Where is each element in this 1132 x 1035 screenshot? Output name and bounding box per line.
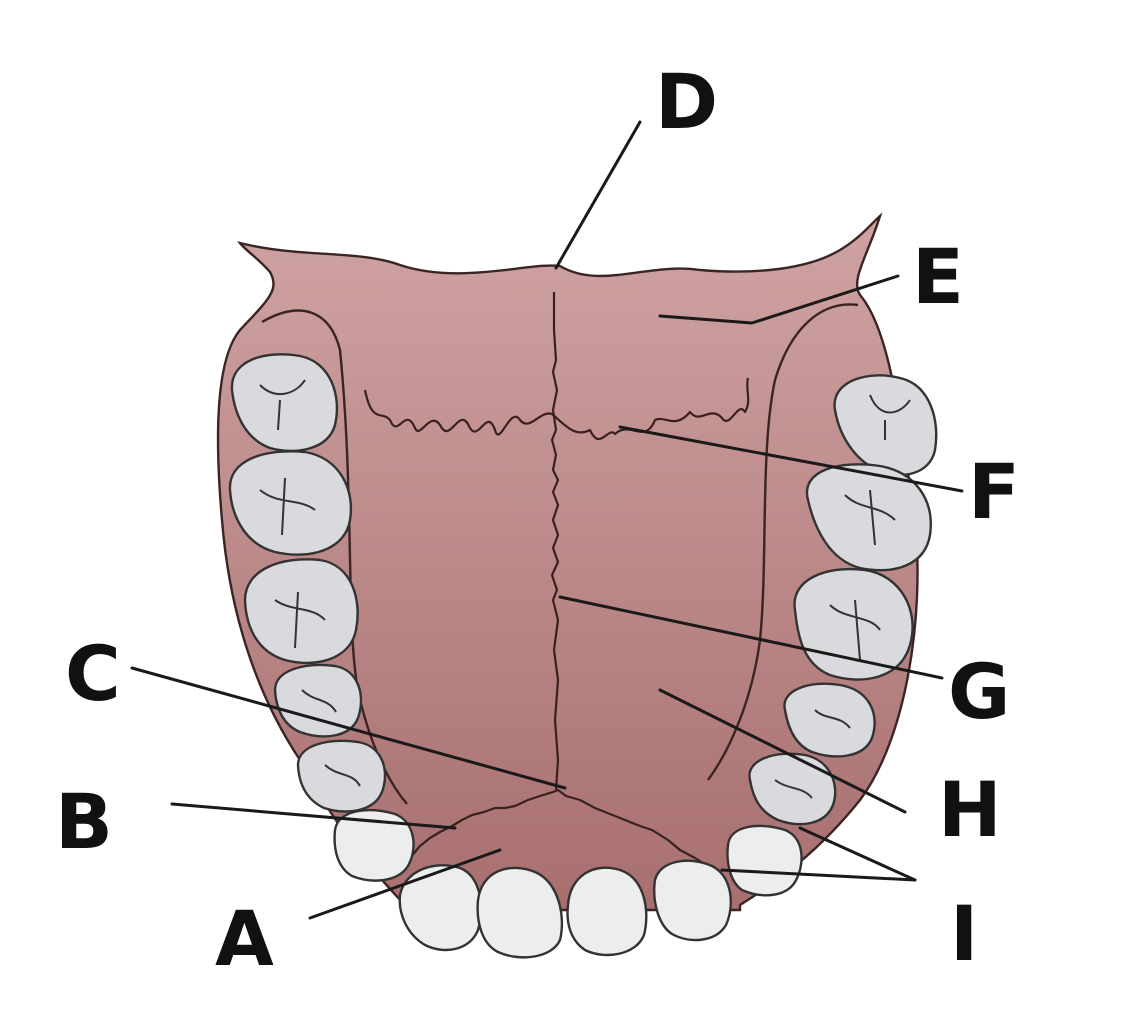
leader-B xyxy=(170,802,457,830)
right-molar-2 xyxy=(805,463,932,572)
left-molar-3 xyxy=(243,558,359,665)
leader-C xyxy=(130,666,567,790)
leader-G xyxy=(558,595,944,680)
label-F: F xyxy=(968,447,1020,536)
left-premolar-2 xyxy=(296,739,387,813)
label-E: E xyxy=(912,232,964,321)
label-I: I xyxy=(950,889,978,978)
right-premolar-1 xyxy=(783,682,876,758)
median-palatine-suture xyxy=(550,292,560,791)
left-molar-2 xyxy=(228,450,353,556)
right-molar-3 xyxy=(793,567,914,681)
right-alveolar-line xyxy=(707,303,859,781)
label-A: A xyxy=(215,894,274,983)
left-premolar-1 xyxy=(273,663,363,738)
leader-I-2 xyxy=(720,868,917,882)
palate-shape xyxy=(216,212,919,912)
transverse-palatine-suture xyxy=(363,377,750,440)
label-B: B xyxy=(55,777,113,866)
right-premolar-2 xyxy=(748,752,837,826)
right-molar-1 xyxy=(833,374,938,477)
leader-A xyxy=(308,848,502,920)
leader-I-1 xyxy=(798,826,917,882)
leader-H xyxy=(658,688,907,814)
leader-E xyxy=(658,274,900,325)
right-canine xyxy=(726,824,803,897)
label-H: H xyxy=(938,765,1002,854)
label-G: G xyxy=(948,647,1010,736)
leader-D xyxy=(554,120,642,270)
left-canine xyxy=(333,808,415,882)
label-D: D xyxy=(655,57,718,146)
left-molar-1 xyxy=(230,353,339,453)
leader-F xyxy=(618,425,964,493)
incisive-suture xyxy=(409,788,709,867)
label-C: C xyxy=(65,629,121,718)
incisors xyxy=(398,859,733,959)
